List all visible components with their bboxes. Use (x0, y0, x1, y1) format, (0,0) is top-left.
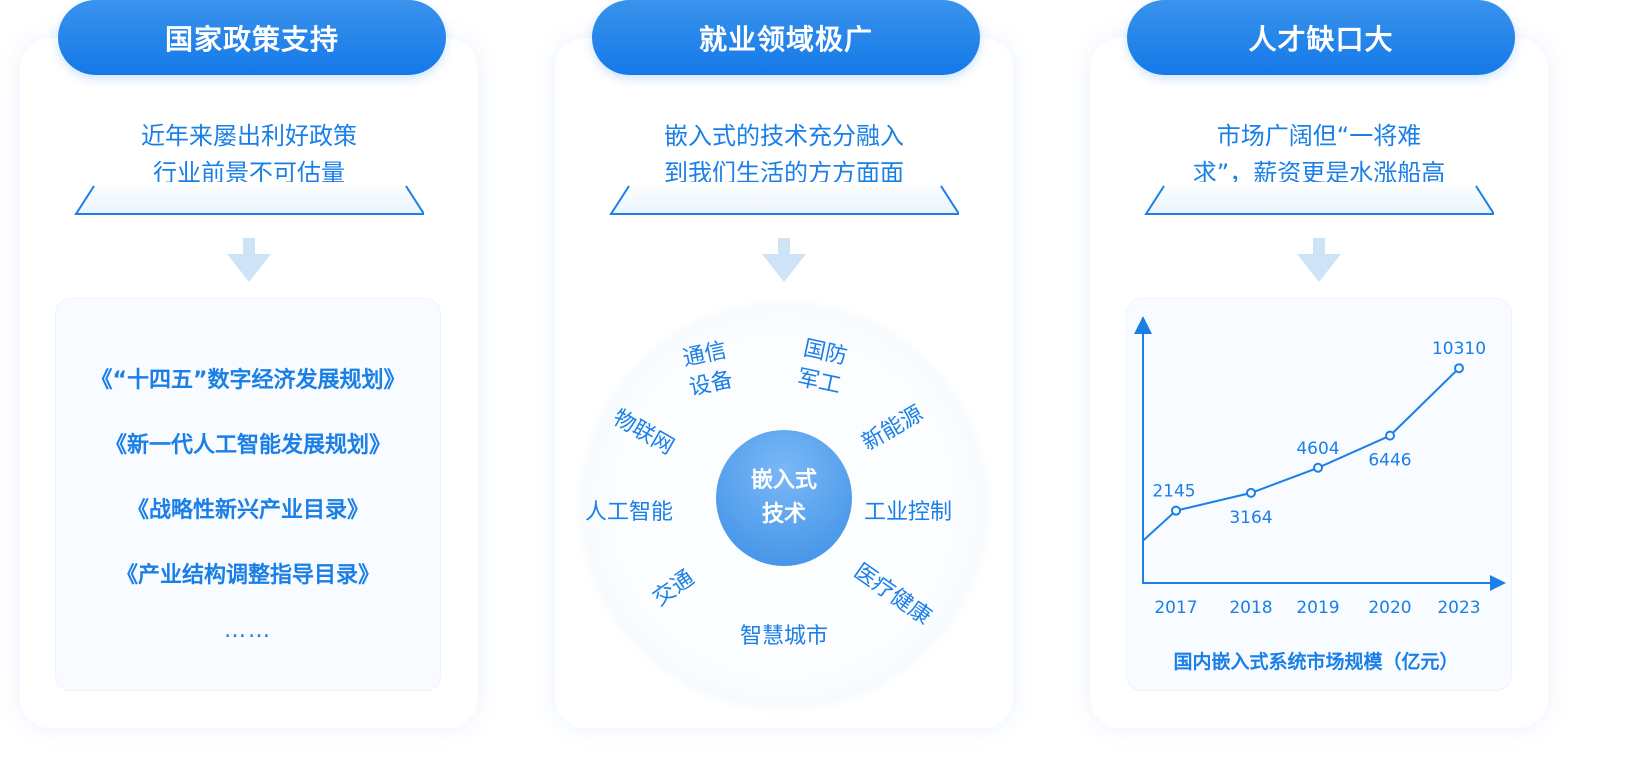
employment-title: 就业领域极广 (592, 0, 980, 75)
subtitle-line: 嵌入式的技术充分融入 (664, 122, 904, 150)
policy-item: 《战略性新兴产业目录》 (126, 498, 369, 523)
field-industrial-control: 工业控制 (864, 500, 953, 525)
down-arrow-icon (1297, 238, 1341, 282)
policy-item: 《产业结构调整指导目录》 (115, 563, 380, 588)
down-arrow-icon (762, 238, 806, 282)
subtitle-line: 近年来屡出利好政策 (141, 122, 357, 150)
center-line: 技术 (761, 502, 806, 527)
policy-ellipsis: …… (224, 618, 272, 643)
policy-title: 国家政策支持 (58, 0, 446, 75)
talent-title: 人才缺口大 (1127, 0, 1515, 75)
field-ai: 人工智能 (585, 500, 674, 525)
center-node: 嵌入式技术 (716, 430, 852, 566)
policy-item: 《“十四五”数字经济发展规划》 (90, 368, 406, 393)
trapezoid-decor (1144, 182, 1494, 215)
policy-list-panel (55, 298, 441, 691)
center-line: 嵌入式 (750, 468, 817, 493)
policy-item: 《新一代人工智能发展规划》 (104, 433, 391, 458)
trapezoid-decor (609, 182, 959, 215)
down-arrow-icon (227, 238, 271, 282)
field-smart-city: 智慧城市 (740, 624, 829, 649)
trapezoid-decor (74, 182, 424, 215)
subtitle-line: 市场广阔但“一将难 (1216, 122, 1422, 150)
chart-panel (1126, 298, 1512, 691)
